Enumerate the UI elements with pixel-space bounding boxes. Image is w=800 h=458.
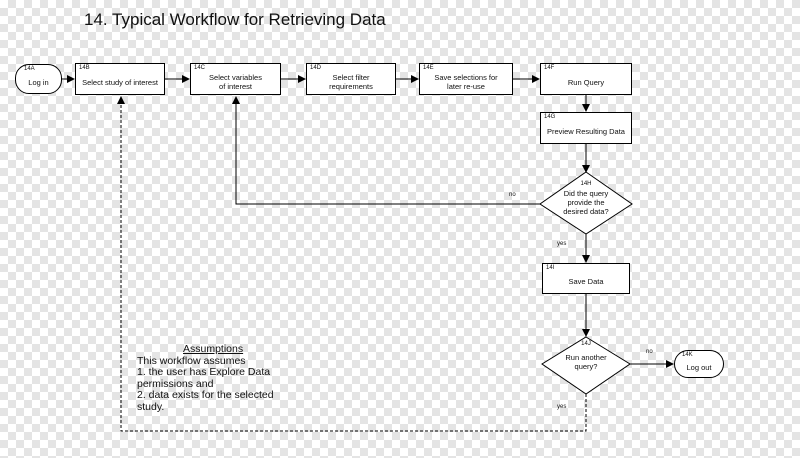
- edge-label-14h-no: no: [509, 192, 516, 198]
- decision-id-14j: 14J: [581, 341, 591, 347]
- assumptions-note: Assumptions This workflow assumes 1. the…: [137, 343, 297, 413]
- node-14c-select-variables: 14C Select variables of interest: [190, 63, 281, 95]
- node-label: Select variables of interest: [209, 73, 262, 91]
- node-14k-log-out: 14K Log out: [674, 350, 724, 378]
- assumptions-line: This workflow assumes: [137, 354, 246, 367]
- edge-label-14j-yes: yes: [557, 404, 567, 410]
- node-14e-save-selections: 14E Save selections for later re-use: [419, 63, 513, 95]
- node-label: Run Query: [567, 77, 605, 87]
- edge-label-14h-yes: yes: [557, 241, 567, 247]
- decision-label-14j: Run another query?: [565, 353, 607, 371]
- decision-id-14h: 14H: [580, 181, 592, 187]
- node-label: Save selections for later re-use: [434, 73, 498, 91]
- node-label: Log in: [28, 77, 49, 87]
- node-id: 14G: [544, 114, 556, 120]
- assumptions-line: 2. data exists for the selected study.: [137, 389, 274, 413]
- node-label: Preview Resulting Data: [547, 126, 625, 136]
- node-id: 14C: [194, 65, 206, 71]
- edge-label-14j-no: no: [646, 349, 653, 355]
- node-14a-log-in: 14A Log in: [15, 64, 62, 94]
- node-14b-select-study: 14B Select study of interest: [75, 63, 165, 95]
- node-id: 14E: [423, 65, 434, 71]
- node-label: Select filter requirements: [329, 73, 373, 91]
- arrow-h-no-c: [232, 96, 540, 205]
- node-label: Log out: [686, 362, 712, 372]
- node-id: 14B: [79, 65, 90, 71]
- node-id: 14A: [24, 66, 35, 72]
- node-label: Select study of interest: [82, 77, 158, 87]
- assumptions-heading: Assumptions: [183, 343, 244, 355]
- decision-label-14h: Did the query provide the desired data?: [563, 189, 609, 216]
- assumptions-line: 1. the user has Explore Data permissions…: [137, 366, 271, 390]
- node-14f-run-query: 14F Run Query: [540, 63, 632, 95]
- node-id: 14D: [310, 65, 322, 71]
- node-14d-select-filter: 14D Select filter requirements: [306, 63, 396, 95]
- decision-shape-14j: [541, 336, 631, 395]
- diagram-title: 14. Typical Workflow for Retrieving Data: [84, 10, 386, 29]
- node-id: 14F: [544, 65, 555, 71]
- node-id: 14K: [682, 352, 693, 358]
- node-14i-save-data: 14I Save Data: [542, 263, 630, 294]
- node-label: Save Data: [568, 277, 604, 286]
- decision-shape-14h: [539, 171, 633, 235]
- node-id: 14I: [546, 265, 555, 271]
- node-14g-preview-data: 14G Preview Resulting Data: [540, 112, 632, 144]
